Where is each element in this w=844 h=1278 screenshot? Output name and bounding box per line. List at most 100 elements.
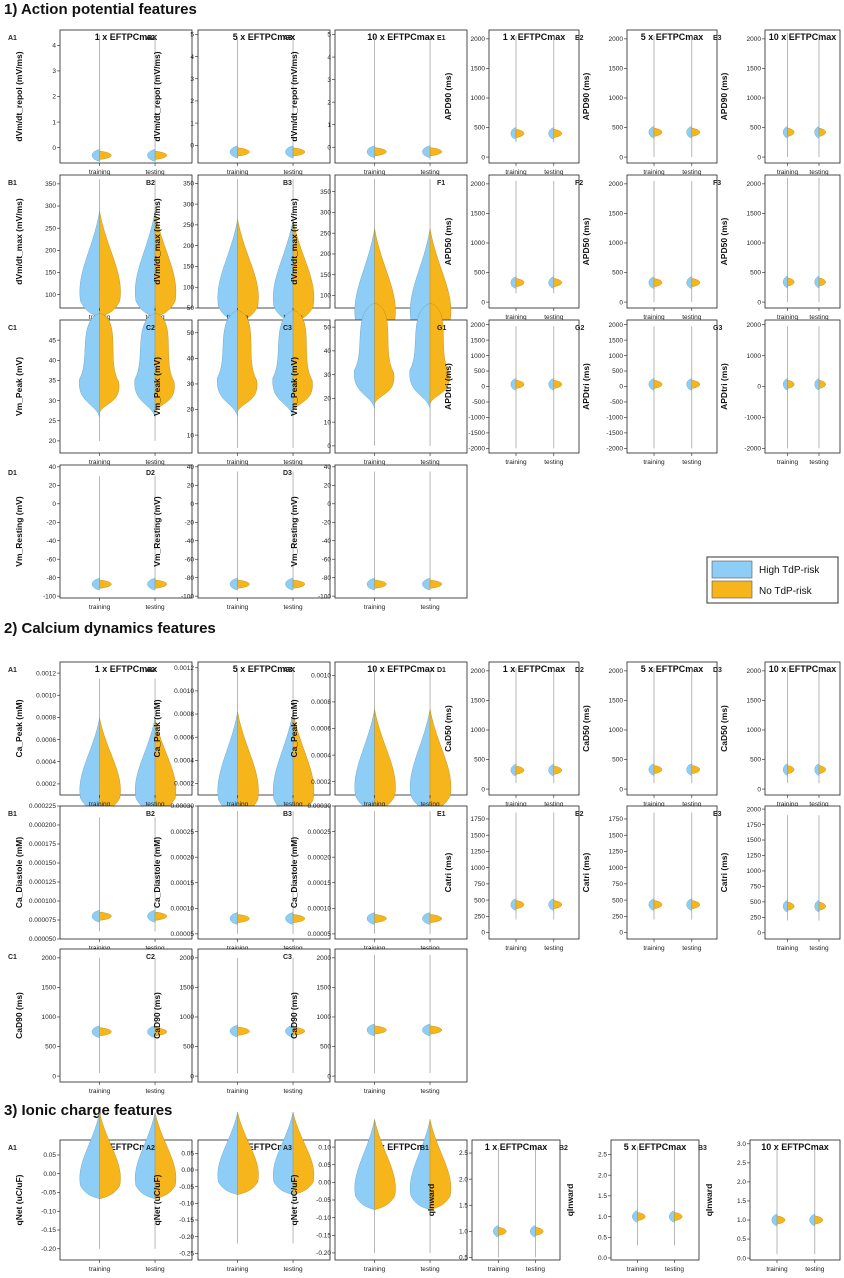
y-tick-label: 40 bbox=[49, 358, 57, 365]
y-tick-label: 0.0008 bbox=[174, 711, 194, 718]
panel-title: 1 x EFTPCmax bbox=[95, 664, 158, 674]
violin-no-risk bbox=[429, 1119, 452, 1211]
x-tick-label: testing bbox=[283, 459, 303, 466]
plot-frame bbox=[59, 464, 193, 599]
y-tick-label: 0.5 bbox=[459, 1255, 468, 1262]
y-axis-label: Catri (ms) bbox=[719, 853, 729, 893]
y-tick-label: 200 bbox=[45, 248, 56, 255]
y-axis-label: APD50 (ms) bbox=[443, 217, 453, 265]
plot-frame bbox=[59, 1139, 193, 1261]
y-tick-label: 0 bbox=[327, 1073, 331, 1080]
violin-high-risk bbox=[147, 909, 156, 923]
y-tick-label: 0.00005 bbox=[308, 931, 332, 938]
y-axis-label: Vm_Peak (mV) bbox=[152, 357, 162, 416]
y-tick-label: 1500 bbox=[609, 66, 624, 73]
y-tick-label: 1500 bbox=[609, 211, 624, 218]
y-tick-label: 4 bbox=[190, 54, 194, 61]
y-tick-label: 0.0008 bbox=[311, 699, 331, 706]
violin-high-risk bbox=[422, 1023, 431, 1037]
y-tick-label: 1.5 bbox=[598, 1193, 607, 1200]
y-tick-label: 10 bbox=[187, 432, 195, 439]
y-tick-label: 350 bbox=[45, 181, 56, 188]
legend-label-high-risk: High TdP-risk bbox=[759, 565, 820, 576]
plot-frame bbox=[59, 948, 193, 1083]
y-tick-label: -40 bbox=[322, 538, 332, 545]
panel-id-label: A2 bbox=[146, 1145, 155, 1152]
y-tick-label: 0.0008 bbox=[36, 715, 56, 722]
x-tick-label: testing bbox=[420, 945, 440, 952]
y-tick-label: 0.00015 bbox=[308, 880, 332, 887]
violin-no-risk bbox=[553, 379, 563, 389]
violin-high-risk bbox=[229, 1024, 238, 1038]
violin-high-risk bbox=[814, 763, 820, 776]
plot-frame bbox=[764, 319, 841, 454]
y-tick-label: -500 bbox=[472, 399, 485, 406]
panel-id-label: B1 bbox=[420, 1145, 429, 1152]
violin-no-risk bbox=[691, 379, 701, 389]
violin-no-risk bbox=[99, 150, 112, 160]
violin-high-risk bbox=[147, 1025, 156, 1039]
violin-high-risk bbox=[272, 309, 294, 417]
x-tick-label: testing bbox=[283, 945, 303, 952]
y-tick-label: -0.20 bbox=[179, 1234, 194, 1241]
y-axis-label: qNet (uC/uF) bbox=[289, 1174, 299, 1225]
y-tick-label: 20 bbox=[324, 396, 332, 403]
plot-frame bbox=[488, 661, 580, 796]
y-tick-label: 0.0010 bbox=[36, 692, 56, 699]
panel-id-label: A3 bbox=[283, 667, 292, 674]
legend: High TdP-risk No TdP-risk bbox=[706, 556, 839, 604]
plot-frame bbox=[59, 805, 193, 940]
y-tick-label: 1000 bbox=[471, 95, 486, 102]
y-tick-label: -0.10 bbox=[41, 1208, 56, 1215]
panel-id-label: F2 bbox=[575, 180, 583, 187]
x-tick-label: testing bbox=[544, 801, 564, 808]
y-tick-label: 500 bbox=[612, 368, 623, 375]
y-tick-label: 2 bbox=[327, 99, 331, 106]
y-tick-label: 0 bbox=[190, 1073, 194, 1080]
y-tick-label: 20 bbox=[187, 483, 195, 490]
plot-frame bbox=[626, 29, 718, 164]
y-tick-label: 1500 bbox=[609, 337, 624, 344]
y-tick-label: -40 bbox=[47, 538, 57, 545]
y-tick-label: 0.0002 bbox=[36, 781, 56, 788]
y-tick-label: 0.05 bbox=[181, 1151, 194, 1158]
x-tick-label: testing bbox=[809, 169, 829, 176]
violin-high-risk bbox=[648, 276, 655, 289]
y-tick-label: 0.00030 bbox=[171, 803, 195, 810]
y-tick-label: 2000 bbox=[471, 322, 486, 329]
y-tick-label: 500 bbox=[750, 757, 761, 764]
y-tick-label: 1000 bbox=[180, 1014, 195, 1021]
x-tick-label: training bbox=[777, 314, 799, 321]
x-tick-label: testing bbox=[420, 169, 440, 176]
x-tick-label: testing bbox=[809, 801, 829, 808]
violin-high-risk bbox=[147, 577, 156, 591]
y-tick-label: 350 bbox=[320, 189, 331, 196]
y-tick-label: 2.5 bbox=[737, 1160, 746, 1167]
y-tick-label: 500 bbox=[612, 757, 623, 764]
y-tick-label: 0 bbox=[327, 501, 331, 508]
plot-frame bbox=[197, 948, 331, 1083]
x-tick-label: training bbox=[89, 945, 111, 952]
panel-title: 1 x EFTPCmax bbox=[95, 32, 158, 42]
violin-high-risk bbox=[229, 912, 238, 925]
violin-no-risk bbox=[814, 1215, 824, 1225]
x-tick-label: testing bbox=[283, 801, 303, 808]
y-tick-label: 1250 bbox=[747, 853, 762, 860]
violin-high-risk bbox=[669, 1210, 675, 1223]
y-axis-label: APDtri (ms) bbox=[719, 363, 729, 410]
y-axis-label: CaD90 (ms) bbox=[152, 992, 162, 1039]
violin-high-risk bbox=[782, 275, 788, 289]
violin-no-risk bbox=[429, 579, 443, 589]
violin-high-risk bbox=[366, 912, 375, 925]
y-tick-label: 0.0012 bbox=[36, 670, 56, 677]
y-tick-label: -20 bbox=[322, 519, 332, 526]
y-tick-label: 30 bbox=[324, 372, 332, 379]
violin-high-risk bbox=[814, 378, 820, 391]
panel-id-label: D2 bbox=[575, 667, 584, 674]
panel-id-label: B2 bbox=[146, 180, 155, 187]
y-tick-label: 100 bbox=[183, 284, 194, 291]
